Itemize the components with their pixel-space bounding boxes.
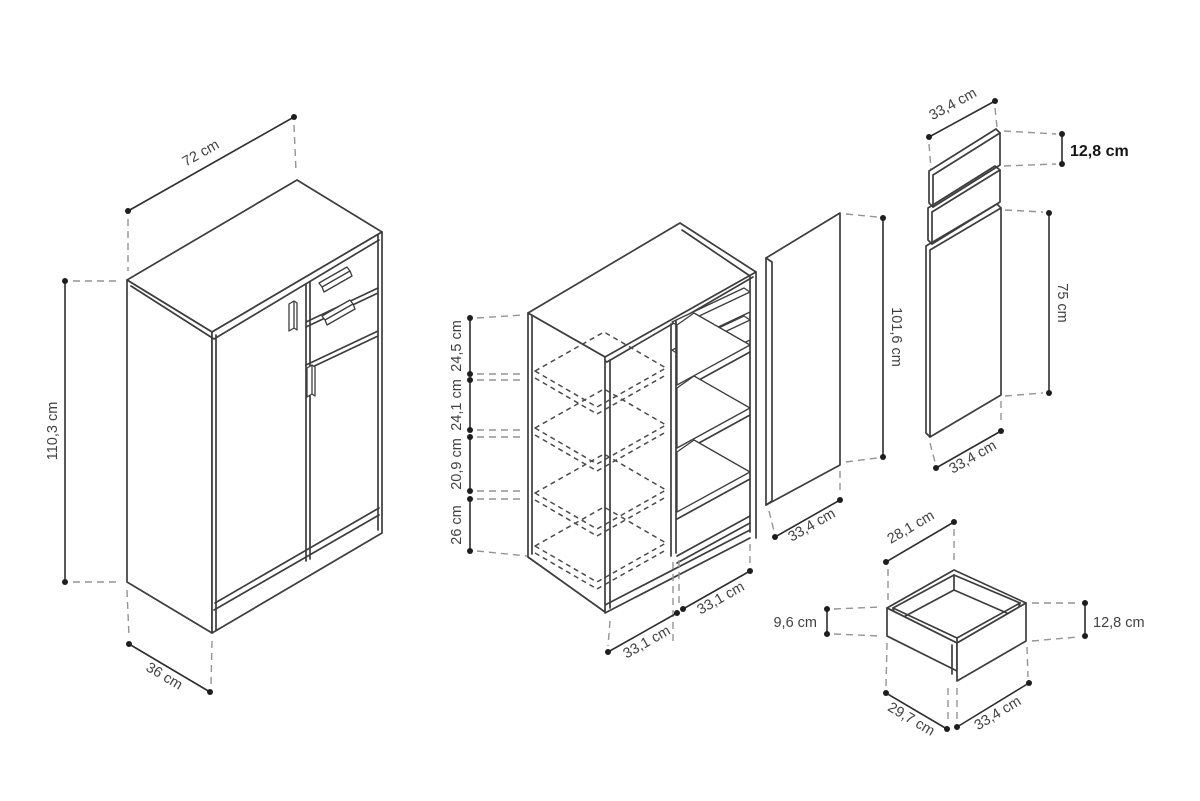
dim-label-left-compartment: 33,1 cm: [621, 623, 674, 662]
right-door-handle: [306, 364, 316, 398]
drawer-top-extension-lines: [887, 529, 955, 601]
panel-top-extension-lines: [928, 107, 998, 170]
height-extension-lines: [73, 280, 121, 583]
shelf-extension-lines: [476, 314, 528, 557]
door-width-dim-line: [774, 499, 841, 538]
drawer-front-face: [956, 602, 1027, 682]
door-width-extension-lines: [768, 471, 841, 532]
bottom-board: [676, 515, 751, 564]
small-door-panel-edge: [925, 203, 1002, 438]
drawer-front-extension-lines: [1031, 602, 1079, 642]
dim-label-gap-2: 24,1 cm: [449, 379, 465, 431]
panel-bottom-extension-lines: [929, 401, 1002, 463]
depth-extension-lines: [126, 589, 213, 686]
shelf-right-2: [676, 375, 751, 449]
drawer-front-2: [931, 169, 1001, 245]
top-panel-edge: [130, 239, 380, 340]
dim-label-gap-4: 26 cm: [449, 505, 465, 545]
dim-label-drawer-top-width: 28,1 cm: [885, 508, 938, 548]
carcass-right-side: [749, 271, 757, 539]
dim-label-panel-top-width: 33,4 cm: [927, 85, 980, 124]
left-door-handle: [288, 300, 298, 332]
width-dim-line: [127, 116, 295, 212]
drawer-side-extension-lines: [833, 606, 881, 637]
shoe-shelf-hidden-2: [534, 388, 667, 472]
dim-label-drawer-front-height: 12,8 cm: [1093, 615, 1145, 631]
door-panel-face: [765, 212, 841, 506]
dim-label-door-height: 101,6 cm: [888, 307, 904, 367]
drawer-depth-extension-lines: [885, 642, 949, 722]
drawer-box-view: 28,1 cm 9,6 cm 12,8 cm 29,7 cm 33,4 cm: [773, 508, 1144, 740]
drawer-top-dim-line: [885, 521, 955, 563]
dim-label-cabinet-height: 110,3 cm: [45, 402, 61, 461]
drawer-fronts-panel-view: 33,4 cm 12,8 cm 75 cm 33,4 cm: [925, 85, 1129, 477]
small-door-panel: [929, 207, 1002, 438]
left-panel-edges: [531, 315, 611, 609]
carcass-left-face: [527, 312, 606, 613]
cabinet-left-face: [126, 279, 213, 634]
drawer-front-1: [932, 132, 1001, 208]
center-divider: [670, 320, 677, 557]
drawer-divider-2: [305, 330, 379, 371]
dim-label-gap-3: 20,9 cm: [449, 438, 465, 490]
small-door-extension-lines: [1004, 209, 1044, 397]
drawer-front-1-edge: [928, 128, 1001, 208]
shoe-shelf-hidden-3: [534, 453, 667, 537]
right-compartment-dim-line: [682, 570, 751, 610]
dim-label-drawer-side-height: 9,6 cm: [773, 615, 817, 631]
panel-top-dim-line: [928, 100, 996, 138]
shoe-shelf-hidden-1: [534, 331, 667, 415]
panel-bottom-dim-line: [935, 430, 1002, 469]
dim-label-gap-1: 24,5 cm: [449, 320, 465, 372]
compartment-extension-lines: [607, 544, 751, 647]
drawer-depth-dim-line: [885, 692, 948, 730]
door-divider: [305, 281, 311, 562]
front-height-extension-lines: [1003, 130, 1057, 167]
shelf-right-3-edge: [676, 478, 751, 520]
door-height-extension-lines: [845, 213, 878, 463]
dim-label-cabinet-width: 72 cm: [180, 137, 222, 170]
depth-dim-line: [128, 643, 211, 693]
door-panel-view: 101,6 cm 33,4 cm: [765, 212, 904, 545]
carcass-top-back-edge: [681, 229, 751, 277]
shelf-right-1: [676, 312, 751, 386]
shelf-right-3: [676, 439, 751, 513]
dim-label-small-door-height: 75 cm: [1054, 283, 1070, 323]
cabinet-front-face: [211, 231, 383, 634]
drawer-handle-2: [321, 299, 356, 326]
carcass-exploded-view: 24,5 cm 24,1 cm 20,9 cm 26 cm 33,1 cm 33…: [449, 222, 757, 662]
width-extension-lines: [127, 124, 297, 271]
door-panel-edge: [765, 257, 773, 506]
dim-label-drawer-front-height: 12,8 cm: [1070, 143, 1129, 160]
door-bottom-edge: [213, 507, 380, 611]
drawer-bottom-dim-line: [956, 682, 1030, 728]
drawer-front-2-edge: [927, 165, 1001, 245]
bottom-panel-hidden: [534, 506, 667, 590]
left-compartment-dim-line: [607, 612, 678, 653]
drawer-handle-1: [318, 266, 353, 293]
drawer-bottom-extension-lines: [956, 646, 1029, 720]
assembled-cabinet-view: 72 cm 110,3 cm 36 cm: [45, 114, 383, 695]
